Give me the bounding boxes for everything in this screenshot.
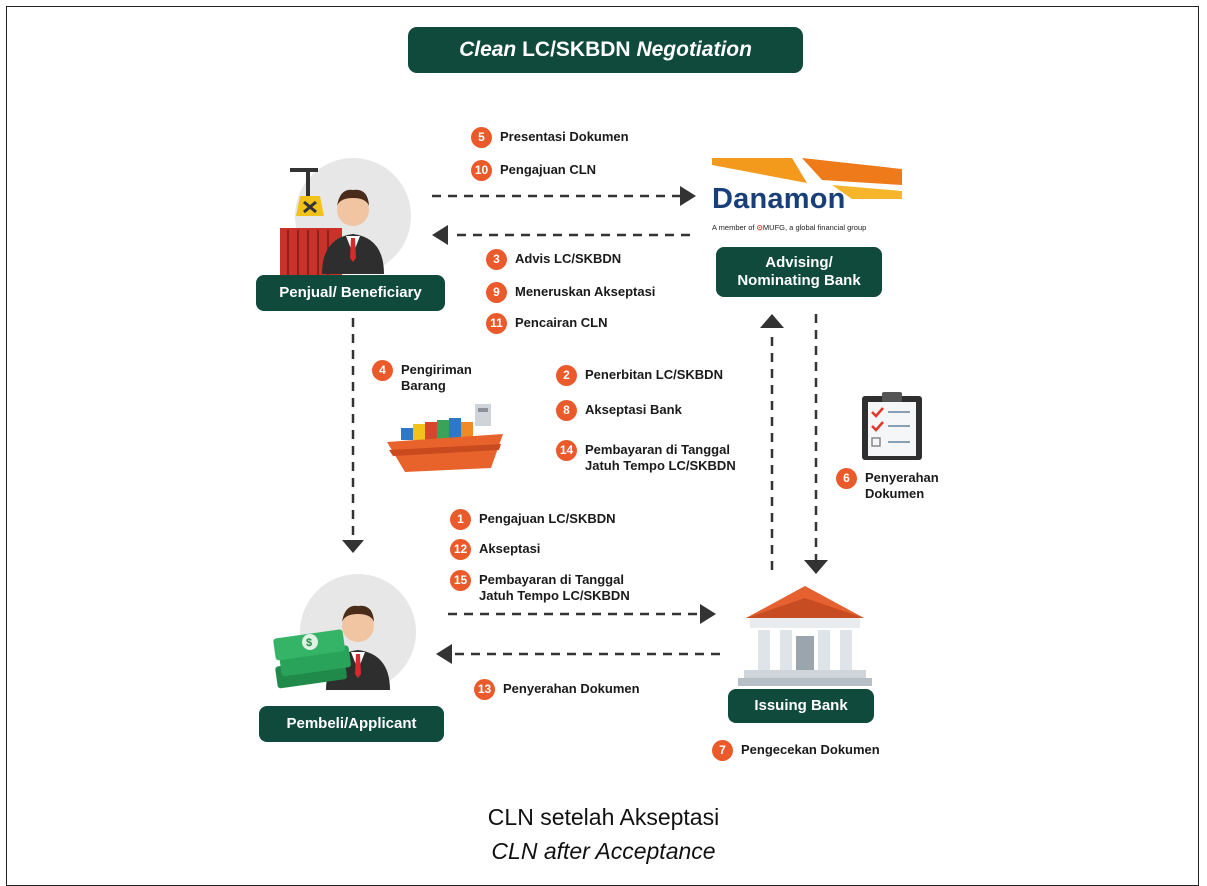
- advising-bank-label: Advising/ Nominating Bank: [716, 247, 882, 297]
- step-badge: 10: [471, 160, 492, 181]
- seller-illustration: [280, 158, 411, 280]
- buyer-illustration: $: [273, 574, 416, 690]
- step-badge: 13: [474, 679, 495, 700]
- step-badge: 12: [450, 539, 471, 560]
- caption-english: CLN after Acceptance: [491, 838, 716, 864]
- issuing-bank-label: Issuing Bank: [728, 689, 874, 723]
- step-badge: 6: [836, 468, 857, 489]
- step-badge: 5: [471, 127, 492, 148]
- bank-building-icon: [738, 586, 872, 686]
- danamon-logo-stripes: [712, 158, 902, 199]
- danamon-logo-name: Danamon: [712, 183, 846, 215]
- step-badge: 3: [486, 249, 507, 270]
- step-badge: 14: [556, 440, 577, 461]
- svg-text:$: $: [306, 637, 312, 649]
- diagram-frame: [6, 6, 1199, 886]
- document-clipboard-icon: [862, 392, 922, 460]
- caption-indonesian: CLN setelah Akseptasi: [487, 804, 720, 830]
- step-badge: 9: [486, 282, 507, 303]
- step-badge: 1: [450, 509, 471, 530]
- diagram-title: Clean LC/SKBDN Negotiation: [408, 27, 803, 73]
- step-badge: 2: [556, 365, 577, 386]
- step-badge: 15: [450, 570, 471, 591]
- step-badge: 8: [556, 400, 577, 421]
- seller-label: Penjual/ Beneficiary: [256, 275, 445, 311]
- step-badge: 7: [712, 740, 733, 761]
- cargo-ship-icon: [387, 404, 503, 472]
- danamon-logo-tagline: A member of ⊙MUFG, a global financial gr…: [712, 223, 867, 232]
- money-icon: $: [273, 629, 351, 689]
- step-badge: 4: [372, 360, 393, 381]
- mufg-icon: ⊙: [756, 223, 763, 232]
- step-badge: 11: [486, 313, 507, 334]
- buyer-label: Pembeli/Applicant: [259, 706, 444, 742]
